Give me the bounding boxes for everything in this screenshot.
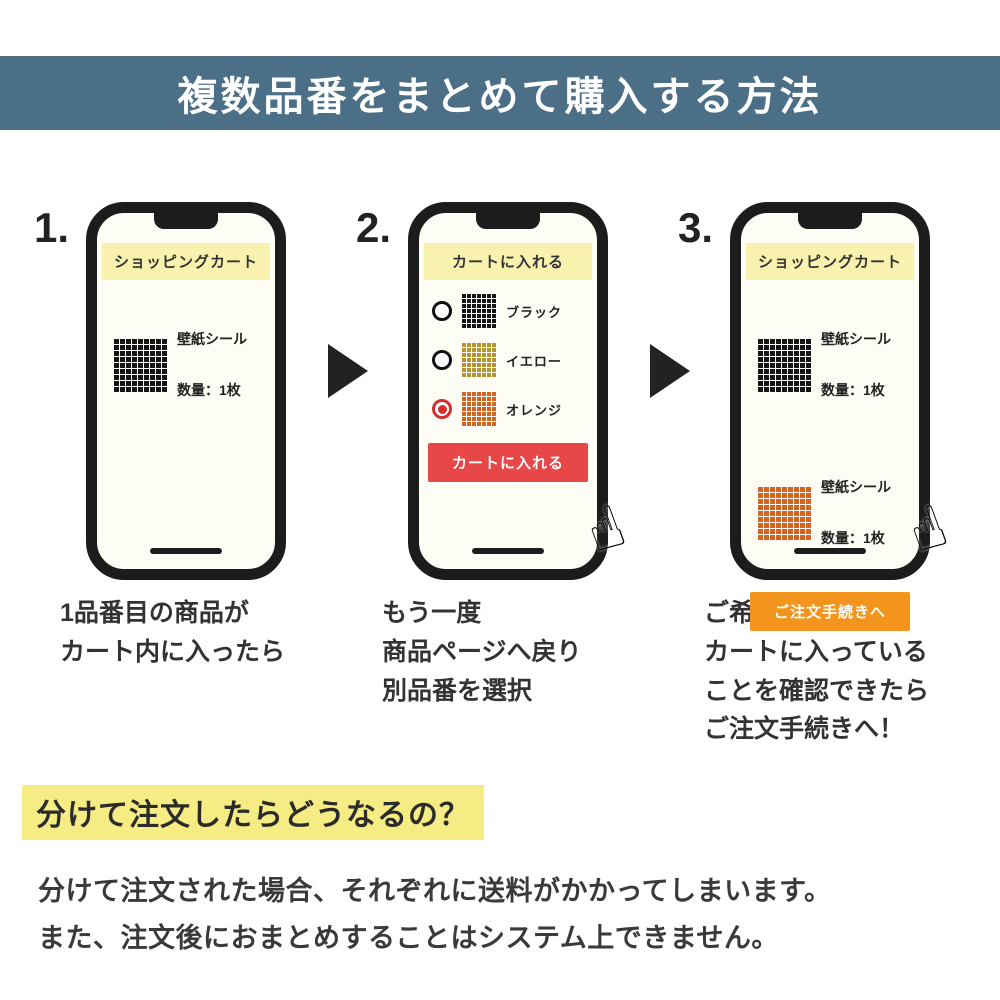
- step-1-number: 1.: [34, 204, 70, 251]
- cursor-hand-icon: ☝: [577, 491, 634, 567]
- step-3-top: 3. ショッピングカート 壁紙シール 数量：1枚 壁紙シール 数量：1枚: [678, 202, 956, 631]
- item-name: 壁紙シール: [821, 479, 891, 496]
- step-2-caption: もう一度 商品ページへ戻り 別品番を選択: [382, 599, 582, 705]
- cart-item-text: 壁紙シール 数量：1枚: [821, 302, 891, 428]
- arrow-right-icon: [650, 344, 690, 398]
- steps-row: 1. ショッピングカート 壁紙シール 数量：1枚 1品番目の商品が カート内に入…: [0, 202, 1000, 749]
- option-label: イエロー: [506, 353, 562, 369]
- checkout-button[interactable]: ご注文手続きへ: [750, 591, 910, 631]
- step-1-caption: 1品番目の商品が カート内に入ったら: [60, 599, 286, 666]
- footer-body: 分けて注文された場合、それぞれに送料がかかってしまいます。 また、注文後におまと…: [38, 876, 832, 954]
- step-2-top: 2. カートに入れる ブラック イエロー オレンジ: [356, 202, 634, 580]
- option-label: オレンジ: [506, 402, 563, 418]
- product-swatch-orange: [461, 391, 497, 427]
- item-qty: 数量：1枚: [177, 381, 241, 398]
- product-swatch-black: [461, 293, 497, 329]
- step-2: 2. カートに入れる ブラック イエロー オレンジ: [356, 202, 634, 710]
- product-swatch-black: [113, 337, 167, 392]
- color-option-black[interactable]: ブラック: [432, 293, 589, 329]
- cart-item-text: 壁紙シール 数量：1枚: [177, 302, 247, 428]
- footer-heading: 分けて注文したらどうなるの？: [22, 785, 484, 840]
- phone-home-bar: [150, 548, 222, 554]
- cart-banner-3: ショッピングカート: [746, 243, 914, 280]
- add-to-cart-button[interactable]: カートに入れる: [428, 443, 588, 482]
- radio-dot: [437, 404, 447, 414]
- radio-unselected-icon[interactable]: [432, 301, 452, 321]
- step-1-top: 1. ショッピングカート 壁紙シール 数量：1枚: [34, 202, 286, 580]
- option-label: ブラック: [506, 304, 563, 320]
- step-3: 3. ショッピングカート 壁紙シール 数量：1枚 壁紙シール 数量：1枚: [678, 202, 956, 749]
- product-swatch-yellow: [461, 342, 497, 378]
- item-name: 壁紙シール: [821, 331, 891, 348]
- phone-notch-icon: [798, 212, 862, 229]
- phone-notch-icon: [476, 212, 540, 229]
- footer-note: 分けて注文したらどうなるの？ 分けて注文された場合、それぞれに送料がかかってしま…: [22, 785, 1000, 963]
- phone-home-bar: [794, 548, 866, 554]
- cart-banner-1: ショッピングカート: [102, 243, 270, 280]
- product-swatch-orange: [757, 485, 811, 540]
- phone-2: カートに入れる ブラック イエロー オレンジ カートに入れる ☝: [408, 202, 634, 580]
- phone-1: ショッピングカート 壁紙シール 数量：1枚: [86, 202, 286, 580]
- cart-item-text: 壁紙シール 数量：1枚: [821, 450, 891, 576]
- cart-item: 壁紙シール 数量：1枚: [113, 302, 265, 428]
- step-3-number: 3.: [678, 204, 714, 251]
- color-option-yellow[interactable]: イエロー: [432, 342, 589, 378]
- step-2-number: 2.: [356, 204, 392, 251]
- cart-item: 壁紙シール 数量：1枚: [757, 450, 909, 576]
- product-swatch-black: [757, 337, 811, 392]
- phone-home-bar: [472, 548, 544, 554]
- page-title-banner: 複数品番をまとめて購入する方法: [0, 56, 1000, 130]
- color-option-orange[interactable]: オレンジ: [432, 391, 589, 427]
- radio-unselected-icon[interactable]: [432, 350, 452, 370]
- phone-3: ショッピングカート 壁紙シール 数量：1枚 壁紙シール 数量：1枚 ご注文手続き: [730, 202, 956, 631]
- step-1: 1. ショッピングカート 壁紙シール 数量：1枚 1品番目の商品が カート内に入…: [34, 202, 286, 672]
- add-to-cart-banner: カートに入れる: [424, 243, 592, 280]
- item-qty: 数量：1枚: [821, 381, 885, 398]
- page-title: 複数品番をまとめて購入する方法: [177, 75, 823, 119]
- arrow-right-icon: [328, 344, 368, 398]
- item-name: 壁紙シール: [177, 331, 247, 348]
- item-qty: 数量：1枚: [821, 529, 885, 546]
- radio-selected-icon[interactable]: [432, 399, 452, 419]
- step-3-caption: ご希望品番が全て カートに入っている ことを確認できたら ご注文手続きへ！: [704, 599, 930, 744]
- cart-item: 壁紙シール 数量：1枚: [757, 302, 909, 428]
- phone-notch-icon: [154, 212, 218, 229]
